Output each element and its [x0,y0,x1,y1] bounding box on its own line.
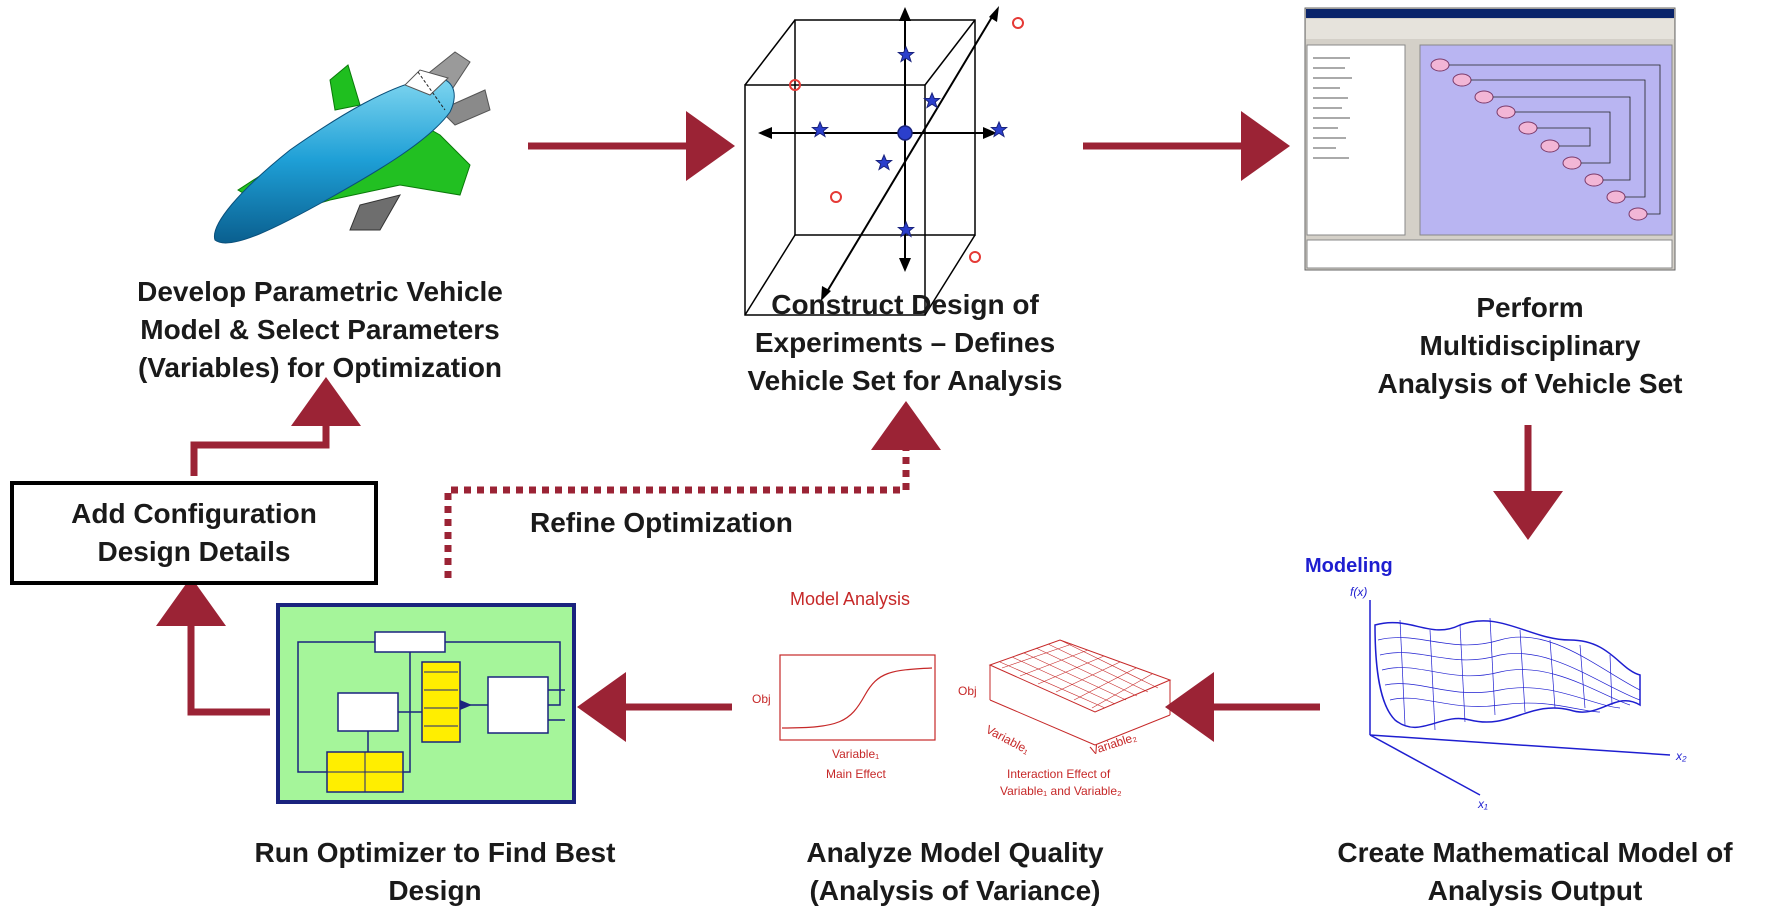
flow-arrows [156,111,1563,742]
caption-run: Run Optimizer to Find Best Design [220,834,650,910]
modeling-surface-plot: Modeling f(x) x₂ x₁ [1305,555,1687,811]
config-box-line1: Add Configuration [71,498,317,529]
doe-center-point [897,125,913,141]
caption-construct: Construct Design of Experiments – Define… [700,286,1110,400]
caption-perform: Perform Multidisciplinary Analysis of Ve… [1330,289,1730,403]
caption-perform-line1: Perform [1476,292,1584,323]
caption-construct-line2: Experiments – Defines [754,327,1056,358]
caption-perform-line3: Analysis of Vehicle Set [1377,368,1683,399]
vehicle-model-image [213,51,491,244]
caption-construct-line3: Vehicle Set for Analysis [747,365,1063,396]
caption-develop: Develop Parametric Vehicle Model & Selec… [95,273,545,387]
caption-develop-line1: Develop Parametric Vehicle [137,276,503,307]
caption-run-line2: Design [388,875,482,906]
arrow-refine-optimization [444,401,941,578]
interaction-label-line2: Variable₁ and Variable₂ [1000,784,1122,798]
modeling-title: Modeling [1305,555,1393,577]
caption-create-line2: Analysis Output [1427,875,1643,906]
caption-create-line1: Create Mathematical Model of [1337,837,1733,868]
add-configuration-box: Add Configuration Design Details [10,481,378,585]
interaction-label-line1: Interaction Effect of [1007,767,1111,781]
design-of-experiments-cube [744,6,999,316]
doe-corner-points [789,17,1024,263]
caption-develop-line3: (Variables) for Optimization [137,352,503,383]
modeling-x1-label: x₁ [1477,797,1488,811]
caption-perform-line2: Multidisciplinary [1419,330,1641,361]
interaction-obj-label: Obj [958,684,977,698]
interaction-variable2-label: Variable₂ [1089,730,1139,758]
caption-analyze: Analyze Model Quality (Analysis of Varia… [755,834,1155,910]
arrow-optimizer-to-config [156,577,270,716]
refine-optimization-label: Refine Optimization [530,507,793,538]
interaction-variable1-label: Variable₁ [984,722,1032,757]
main-effect-variable-label: Variable₁ [832,747,879,761]
model-analysis-figure: Model Analysis Obj Variable₁ Main Effect… [752,589,1172,798]
modeling-x2-label: x₂ [1675,749,1687,763]
main-effect-obj-label: Obj [752,692,771,706]
caption-create: Create Mathematical Model of Analysis Ou… [1300,834,1770,910]
arrow-config-to-vehicle [190,377,361,476]
analysis-software-screenshot [1304,7,1676,271]
config-box-line2: Design Details [97,536,291,567]
doe-star-points [810,45,1009,238]
caption-develop-line2: Model & Select Parameters [140,314,500,345]
caption-run-line1: Run Optimizer to Find Best [254,837,616,868]
caption-analyze-line2: (Analysis of Variance) [809,875,1101,906]
optimizer-block-diagram [276,603,576,804]
caption-construct-line1: Construct Design of [771,289,1039,320]
model-analysis-title: Model Analysis [790,589,910,609]
modeling-fx-label: f(x) [1350,585,1367,599]
main-effect-label: Main Effect [826,767,886,781]
caption-analyze-line1: Analyze Model Quality [806,837,1104,868]
